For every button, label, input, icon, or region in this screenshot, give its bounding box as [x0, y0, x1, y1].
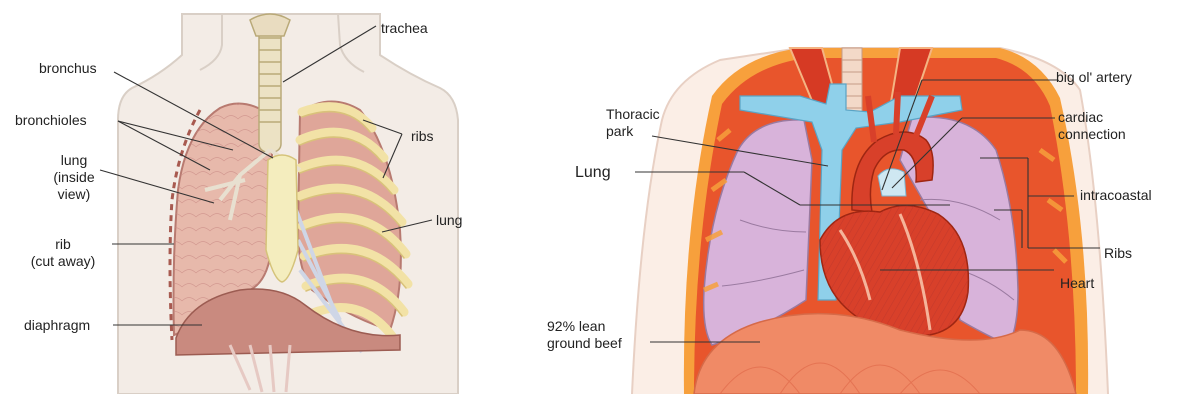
label-thoracic-line1: Thoracic — [606, 106, 660, 123]
label-rib-cut-away: rib (cut away) — [20, 236, 106, 270]
label-cardiac-line2: connection — [1058, 126, 1126, 143]
label-thoracic-park: Thoracic park — [606, 106, 660, 140]
label-ribs-left: ribs — [411, 128, 434, 145]
label-diaphragm: diaphragm — [24, 317, 90, 334]
label-lung-inside-line3: view) — [50, 186, 98, 203]
label-big-artery: big ol' artery — [1056, 69, 1132, 86]
respiratory-illustration — [100, 14, 458, 394]
larynx — [250, 14, 290, 36]
label-lung-left: lung — [436, 212, 462, 229]
label-ground-beef: 92% lean ground beef — [547, 318, 622, 352]
label-bronchioles: bronchioles — [15, 112, 87, 129]
label-lung-inside-view: lung (inside view) — [50, 152, 98, 202]
label-intracoastal: intracoastal — [1080, 187, 1152, 204]
trachea-tube — [259, 22, 281, 152]
label-beef-line1: 92% lean — [547, 318, 622, 335]
label-bronchus: bronchus — [39, 60, 97, 77]
label-rib-line1: rib — [20, 236, 106, 253]
label-trachea: trachea — [381, 20, 428, 37]
label-beef-line2: ground beef — [547, 335, 622, 352]
label-lung-inside-line2: (inside — [50, 169, 98, 186]
label-heart: Heart — [1060, 275, 1094, 292]
label-cardiac-connection: cardiac connection — [1058, 109, 1126, 143]
label-rib-line2: (cut away) — [20, 253, 106, 270]
thoracic-illustration — [632, 48, 1108, 394]
label-thoracic-line2: park — [606, 123, 660, 140]
label-cardiac-line1: cardiac — [1058, 109, 1126, 126]
label-lung-right: Lung — [575, 163, 611, 182]
label-lung-inside-line1: lung — [50, 152, 98, 169]
sternum — [266, 155, 298, 282]
label-ribs-right: Ribs — [1104, 245, 1132, 262]
